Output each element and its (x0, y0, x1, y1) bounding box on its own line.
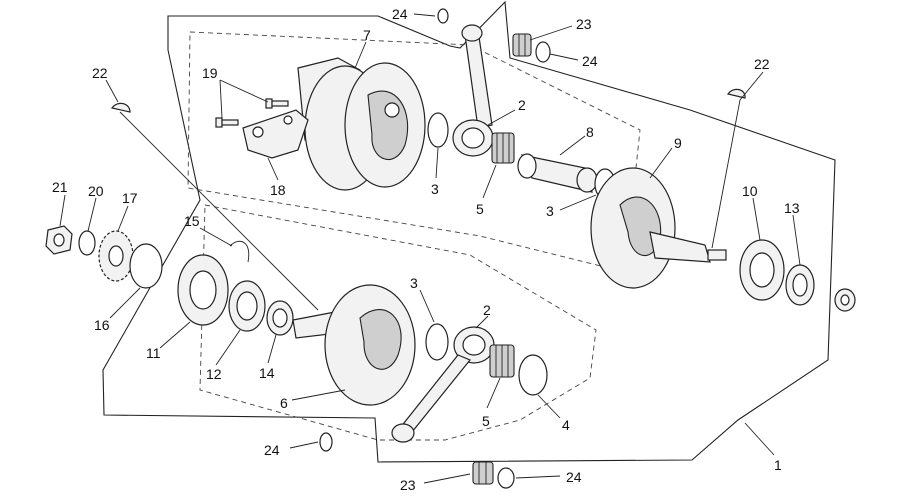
main-bearing-right (739, 239, 785, 301)
callout-5-lower: 5 (482, 413, 490, 429)
callout-4: 4 (562, 417, 570, 433)
small-end-bearing-top (512, 33, 532, 57)
screw-upper (265, 98, 289, 109)
callout-24-top-right: 24 (582, 53, 598, 69)
callout-3-upper-left: 3 (431, 181, 439, 197)
locking-plate (242, 109, 309, 159)
callout-22-left: 22 (92, 65, 108, 81)
lower-subassembly-dashed-box (199, 204, 597, 441)
callout-17: 15 (184, 213, 200, 229)
spacer-washer (129, 243, 163, 289)
callout-11: 10 (742, 183, 758, 199)
washer-24-bottom-right (497, 467, 515, 489)
callout-2-lower: 2 (483, 302, 491, 318)
callout-23-bottom: 23 (400, 477, 416, 493)
callout-24-bottom-right: 24 (566, 469, 582, 485)
callout-8: 8 (586, 124, 594, 140)
washer-left (78, 230, 96, 256)
screw-lower (215, 117, 239, 128)
small-end-bearing-bottom (472, 461, 494, 485)
nut-left (45, 225, 73, 255)
callout-19: 17 (122, 190, 138, 206)
crank-half-upper (297, 57, 426, 191)
oil-seal-right (785, 264, 815, 306)
callout-5-upper: 5 (476, 201, 484, 217)
leader-lines (59, 13, 801, 484)
thrust-washer-3-left (427, 112, 449, 148)
woodruff-key-left (110, 102, 131, 113)
washer-24-top-left (437, 8, 449, 24)
callout-15: 19 (202, 65, 218, 81)
connecting-rod-upper (452, 24, 494, 157)
callout-18: 16 (94, 317, 110, 333)
callout-22-right: 22 (754, 56, 770, 72)
callout-9: 9 (674, 135, 682, 151)
callout-16: 14 (259, 365, 275, 381)
circlip (229, 240, 250, 263)
callout-7: 7 (363, 27, 371, 43)
thrust-washer-4 (518, 354, 548, 396)
callout-3-lower: 3 (410, 275, 418, 291)
callout-2-upper: 2 (518, 97, 526, 113)
callout-23-top: 23 (576, 16, 592, 32)
crank-half-lower (292, 284, 416, 406)
crank-half-right (590, 167, 727, 289)
washer-24-bottom-left (319, 432, 333, 452)
thrust-washer-3-lower (425, 323, 449, 361)
connecting-rod-lower (391, 326, 495, 443)
woodruff-key-right (726, 88, 746, 99)
callout-20: 20 (88, 183, 104, 199)
callout-13: 13 (784, 200, 800, 216)
oil-seal-left (228, 280, 266, 332)
needle-bearing-lower (489, 344, 515, 378)
callout-24-top-left: 24 (392, 6, 408, 22)
needle-bearing-upper (491, 132, 515, 164)
callout-12: 12 (206, 366, 222, 382)
callout-24-bottom-left: 24 (264, 442, 280, 458)
crank-pin (517, 153, 598, 193)
assembly-outline (102, 0, 836, 463)
spacer-sleeve (266, 300, 294, 336)
callout-3-upper-right: 3 (546, 203, 554, 219)
callout-21: 21 (52, 179, 68, 195)
washer-24-top-right (535, 41, 551, 63)
nut-right (834, 288, 856, 312)
callout-14: 18 (270, 182, 286, 198)
main-bearing-left (177, 254, 229, 326)
callout-10: 11 (146, 345, 161, 361)
callout-1: 1 (774, 457, 782, 473)
drive-gear (98, 230, 134, 282)
callout-6: 6 (280, 395, 288, 411)
